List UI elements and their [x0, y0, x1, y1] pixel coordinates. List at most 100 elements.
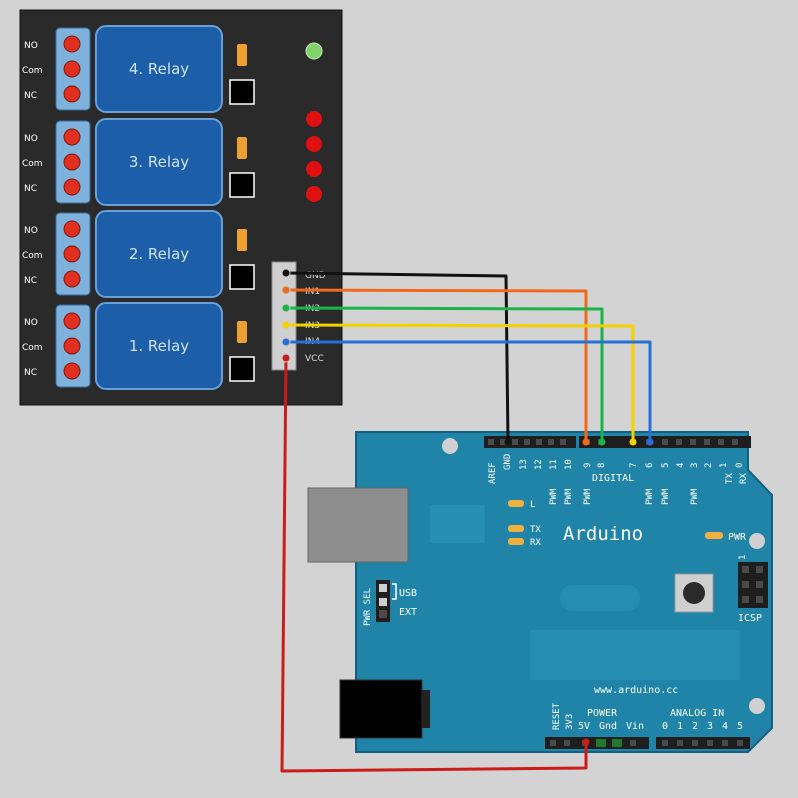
analog-pin-label-5: 5 [737, 721, 743, 732]
power-pin-label-3v3: 3V3 [565, 714, 575, 730]
terminal-label-com: Com [22, 251, 43, 261]
header-hole [707, 740, 713, 746]
pwm-label-11: PWM [549, 488, 559, 505]
wire-in1-to-pin9[interactable] [285, 288, 588, 442]
wire-end-pin8 [598, 438, 606, 446]
analog-pin-label-3: 3 [707, 721, 713, 732]
header-pin-label: GND [305, 271, 326, 281]
terminal-label-nc: NC [24, 276, 37, 286]
arduino-brand: Arduino [563, 523, 643, 545]
screw-terminal-nc [63, 270, 81, 288]
gnd-pin-marker [612, 739, 622, 747]
tx-pin-label: TX [725, 473, 735, 484]
pwm-label-9: PWM [583, 488, 593, 505]
wire-end-in3 [281, 320, 291, 330]
terminal-label-nc: NC [24, 368, 37, 378]
icsp-pin [742, 566, 749, 573]
wire-end-gnd [281, 268, 291, 278]
header-hole [718, 439, 724, 445]
transistor [229, 356, 255, 382]
header-hole [548, 439, 554, 445]
terminal-label-com: Com [22, 66, 43, 76]
relay-2: NO Com NC 2. Relay [22, 210, 255, 298]
wire-end-5v [582, 738, 590, 746]
status-led-3 [306, 136, 322, 152]
pin-label-0: 0 [735, 463, 745, 468]
icsp-label: ICSP [738, 613, 762, 624]
resistor [237, 137, 247, 159]
wire-in4-to-pin6[interactable] [286, 340, 652, 442]
wire-end-arduino-gnd [504, 438, 512, 446]
terminal-label-no: NO [24, 318, 38, 328]
usb-bracket [392, 583, 397, 600]
relay-body [95, 25, 223, 113]
header-hole [732, 439, 738, 445]
analog-pin-label-4: 4 [722, 721, 728, 732]
wire-gnd-to-gnd[interactable] [285, 271, 510, 443]
resistor [237, 321, 247, 343]
wires [280, 271, 652, 773]
header-hole [677, 740, 683, 746]
wire-end-in1 [281, 285, 291, 295]
crystal-outline [560, 585, 640, 611]
header-pin-label: IN1 [305, 287, 320, 297]
pcb-silkscreen [430, 505, 485, 543]
terminal-label-no: NO [24, 226, 38, 236]
screw-terminal-nc [63, 85, 81, 103]
header-hole [630, 740, 636, 746]
power-pin-label-5v: 5V [578, 721, 590, 732]
icsp-pin [756, 596, 763, 603]
led-tx-label: TX [530, 525, 541, 535]
pin-label-12: 12 [534, 459, 544, 470]
pwm-label-10: PWM [564, 488, 574, 505]
header-hole [690, 439, 696, 445]
icsp-pin [756, 566, 763, 573]
header-hole [500, 439, 506, 445]
analog-header [656, 737, 750, 749]
reset-button-cap [683, 582, 705, 604]
relay-3: NO Com NC 3. Relay [22, 118, 255, 206]
icsp-pin [742, 596, 749, 603]
pin-label-6: 6 [645, 463, 655, 468]
microcontroller-outline [530, 630, 740, 680]
pin-label-2: 2 [704, 463, 714, 468]
wire-in2-to-pin8[interactable] [285, 306, 604, 442]
terminal-label-com: Com [22, 343, 43, 353]
pin-label-3: 3 [690, 463, 700, 468]
rx-pin-label: RX [739, 473, 749, 484]
screw-terminal-no [63, 35, 81, 53]
jumper-pin [379, 610, 387, 618]
resistor [237, 229, 247, 251]
analog-pin-label-2: 2 [692, 721, 698, 732]
relay-label: 4. Relay [129, 60, 189, 78]
mount-hole [749, 533, 765, 549]
pwm-label-3: PWM [690, 488, 700, 505]
relay-1: NO Com NC 1. Relay [22, 302, 255, 390]
power-pin-label-vin: Vin [626, 721, 644, 732]
header-hole [662, 740, 668, 746]
led-tx [508, 525, 524, 532]
wire-end-pin9 [582, 438, 590, 446]
header-hole [662, 439, 668, 445]
screw-terminal-no [63, 312, 81, 330]
header-pin-label: VCC [305, 354, 324, 364]
pin-label-8: 8 [597, 463, 607, 468]
wire-vcc-to-5v[interactable] [280, 357, 588, 773]
screw-terminal-no [63, 220, 81, 238]
header-hole [676, 439, 682, 445]
header-hole [692, 740, 698, 746]
icsp-pin1-label: 1 [738, 555, 748, 560]
pin-label-4: 4 [676, 463, 686, 468]
wire-in3-to-pin7[interactable] [285, 323, 635, 442]
led-l-label: L [530, 500, 535, 510]
screw-terminal-com [63, 245, 81, 263]
wire-end-in2 [281, 303, 291, 313]
terminal-label-no: NO [24, 41, 38, 51]
relay-module: NO Com NC 4. Relay NO Com NC 3. Relay [19, 9, 343, 406]
usb-label: USB [399, 588, 417, 599]
pwm-label-6: PWM [645, 488, 655, 505]
led-rx [508, 538, 524, 545]
icsp-pin [742, 581, 749, 588]
